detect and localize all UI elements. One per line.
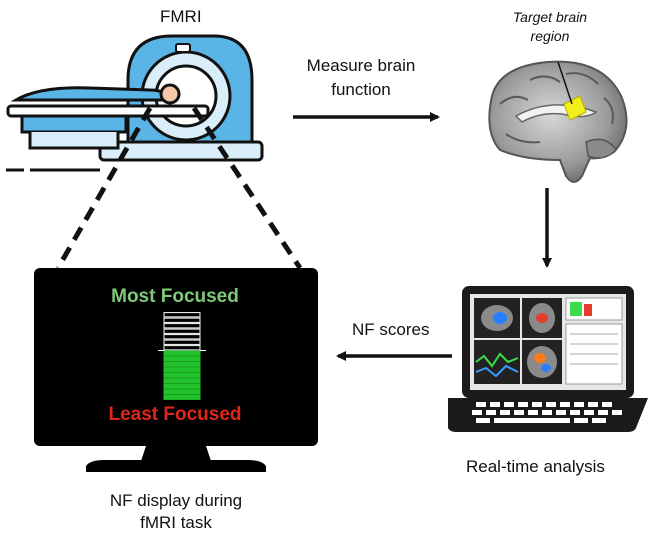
nf-bar: [158, 312, 206, 400]
nf-bar-segment-empty: [163, 339, 201, 345]
nf-bar-segment-empty: [163, 323, 201, 329]
nf-bar-segment-empty: [163, 334, 201, 340]
nf-bar-segment-empty: [163, 328, 201, 334]
laptop-icon: [448, 286, 648, 432]
nf-bar-segment-filled: [163, 356, 201, 362]
nf-bar-segment-filled: [163, 367, 201, 373]
nf-scores-label: NF scores: [352, 320, 430, 339]
scanner-label: FMRI: [160, 7, 202, 26]
realtime-label: Real-time analysis: [466, 457, 605, 476]
measure-label-line1: Measure brain: [306, 56, 416, 75]
nf-bar-segment-filled: [163, 378, 201, 384]
nf-bar-segment-filled: [163, 361, 201, 367]
projection-line-left: [55, 106, 153, 270]
target-brain-region: [563, 95, 587, 121]
nf-bar-segment-filled: [163, 394, 201, 400]
measure-label-line2: function: [331, 80, 391, 99]
nf-bar-segment-empty: [163, 312, 201, 318]
brain-sagittal-icon: [488, 60, 628, 183]
target-label: Target brain region: [490, 8, 610, 46]
display-label-line2: fMRI task: [140, 513, 212, 532]
target-label-line2: region: [530, 28, 570, 44]
nf-bar-segment-empty: [163, 345, 201, 351]
most-focused-label: Most Focused: [111, 286, 239, 307]
measure-label: Measure brain function: [286, 54, 436, 102]
nf-bar-segment-filled: [163, 350, 201, 356]
monitor-icon: [34, 268, 318, 472]
nf-bar-segment-empty: [163, 317, 201, 323]
projection-line-right: [191, 106, 303, 270]
nf-bar-segment-filled: [163, 383, 201, 389]
display-label: NF display during fMRI task: [86, 490, 266, 534]
least-focused-label: Least Focused: [108, 404, 242, 425]
nf-bar-segment-filled: [163, 389, 201, 395]
target-pointer-line: [557, 61, 573, 105]
target-label-line1: Target brain: [512, 9, 588, 25]
display-label-line1: NF display during: [109, 491, 243, 510]
nf-bar-segment-filled: [163, 372, 201, 378]
